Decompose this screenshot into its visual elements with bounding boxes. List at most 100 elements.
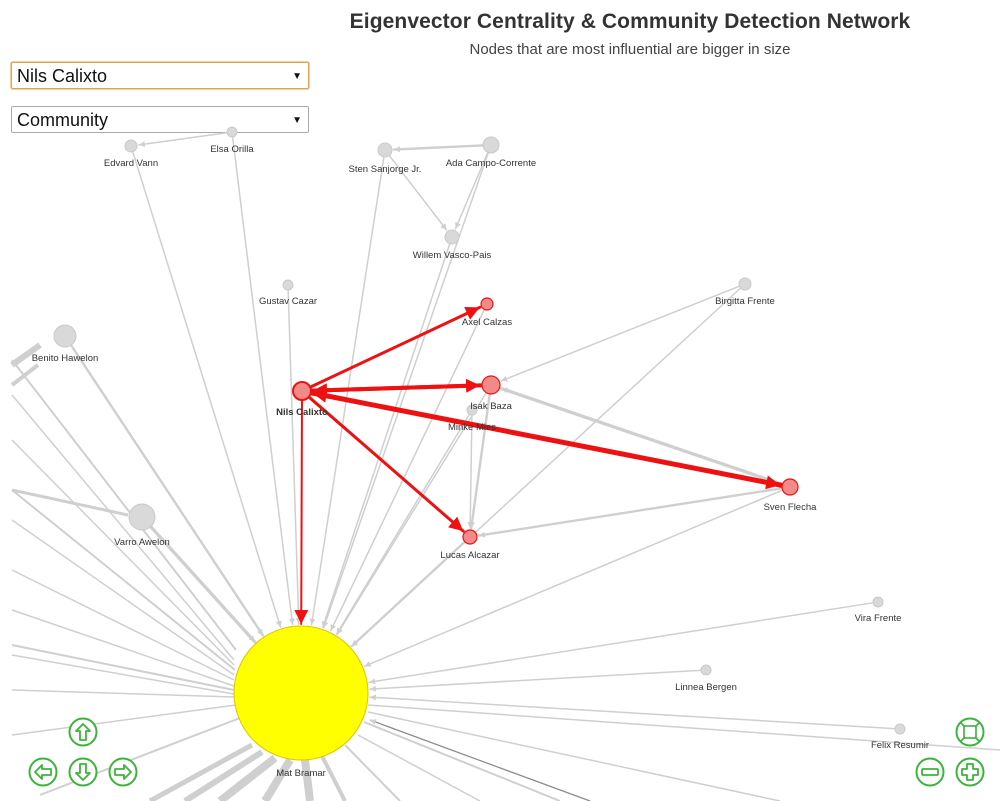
- peripheral-edge: [11, 654, 235, 695]
- node-label-mat: Mat Bramar: [276, 768, 326, 779]
- dark-peripheral-edge: [369, 719, 591, 801]
- peripheral-edge: [11, 609, 235, 687]
- node-gustav[interactable]: [282, 279, 294, 291]
- node-label-edvard: Edvard Vann: [104, 158, 158, 169]
- edge: [467, 415, 474, 529]
- node-nils[interactable]: [292, 381, 312, 401]
- arrow-right-icon: [108, 757, 138, 787]
- node-birgitta[interactable]: [738, 277, 752, 291]
- pan-up-button[interactable]: [68, 717, 98, 747]
- arrow-down-icon: [68, 757, 98, 787]
- node-ada[interactable]: [482, 136, 500, 154]
- node-label-birgitta: Birgitta Frente: [715, 296, 775, 307]
- pan-left-button[interactable]: [28, 757, 58, 787]
- edge: [336, 392, 487, 636]
- color-mode-select-dropdown[interactable]: Community ▼: [11, 106, 309, 133]
- node-edvard[interactable]: [124, 139, 138, 153]
- node-label-sten: Sten Sanjorge Jr.: [349, 164, 422, 175]
- dropdown-arrow-icon: ▼: [292, 115, 302, 126]
- edge: [321, 243, 451, 629]
- pan-down-button[interactable]: [68, 757, 98, 787]
- edge: [350, 541, 466, 648]
- page-subtitle: Nodes that are most influential are bigg…: [469, 41, 791, 58]
- node-benito[interactable]: [53, 324, 77, 348]
- peripheral-edge: [11, 644, 235, 691]
- arrow-up-icon: [68, 717, 98, 747]
- node-mat[interactable]: [233, 625, 369, 761]
- edge: [369, 669, 701, 692]
- node-varro[interactable]: [128, 503, 156, 531]
- node-label-isak: Isak Baza: [470, 401, 512, 412]
- node-willem[interactable]: [444, 229, 460, 245]
- peripheral-edge: [11, 704, 237, 736]
- highlighted-edge: [294, 399, 309, 626]
- node-label-nils: Nils Calixto: [276, 407, 328, 418]
- edge: [500, 285, 740, 382]
- peripheral-edges: [10, 342, 1001, 801]
- peripheral-edge: [357, 734, 481, 801]
- node-label-elsa: Elsa Orilla: [210, 144, 254, 155]
- node-felix[interactable]: [894, 723, 906, 735]
- node-vira[interactable]: [872, 596, 884, 608]
- highlighted-edge: [309, 305, 482, 389]
- edge: [368, 602, 873, 685]
- fit-to-screen-icon: [955, 717, 985, 747]
- edge: [287, 290, 302, 625]
- peripheral-edge: [344, 744, 401, 801]
- node-linnea[interactable]: [700, 664, 712, 676]
- node-label-minke: Minke Mies: [448, 422, 496, 433]
- node-label-gustav: Gustav Cazar: [259, 296, 317, 307]
- pan-right-button[interactable]: [108, 757, 138, 787]
- node-label-varro: Varro Awelon: [114, 537, 170, 548]
- peripheral-edge: [11, 569, 235, 681]
- node-label-lucas: Lucas Alcazar: [440, 550, 499, 561]
- highlighted-edge: [308, 396, 465, 533]
- edge: [469, 393, 491, 530]
- edges-layer: [70, 132, 895, 730]
- peripheral-edge: [148, 742, 254, 801]
- peripheral-edge: [11, 439, 235, 666]
- edge: [392, 144, 484, 153]
- peripheral-edge: [217, 754, 278, 801]
- node-sven[interactable]: [781, 478, 799, 496]
- peripheral-edge: [320, 755, 347, 801]
- edge: [138, 132, 227, 148]
- node-label-willem: Willem Vasco-Pais: [413, 250, 492, 261]
- node-sten[interactable]: [377, 142, 393, 158]
- node-label-ada: Ada Campo-Corrente: [446, 158, 536, 169]
- peripheral-edge: [11, 394, 235, 661]
- node-axel[interactable]: [480, 297, 494, 311]
- edge: [335, 414, 470, 635]
- node-minke[interactable]: [466, 404, 478, 416]
- peripheral-edge: [11, 689, 235, 698]
- minus-icon: [915, 757, 945, 787]
- node-label-vira: Vira Frente: [855, 613, 902, 624]
- nodes-layer: [53, 126, 906, 761]
- zoom-extends-button[interactable]: [955, 717, 985, 747]
- edge: [369, 694, 895, 730]
- edge: [389, 155, 448, 231]
- highlighted-edge: [309, 390, 783, 490]
- node-select-dropdown[interactable]: Nils Calixto ▼: [11, 62, 309, 89]
- color-mode-select-value: Community: [17, 110, 109, 130]
- zoom-in-button[interactable]: [955, 757, 985, 787]
- edge: [454, 152, 489, 230]
- edge: [70, 344, 265, 637]
- node-label-benito: Benito Hawelon: [32, 353, 99, 364]
- edge: [499, 386, 784, 486]
- peripheral-edge: [10, 363, 40, 387]
- peripheral-edge: [11, 488, 129, 517]
- node-isak[interactable]: [481, 375, 501, 395]
- node-label-axel: Axel Calzas: [462, 317, 512, 328]
- peripheral-edge: [10, 342, 42, 368]
- peripheral-edge: [367, 704, 1001, 751]
- edge: [330, 309, 485, 632]
- page-title: Eigenvector Centrality & Community Detec…: [349, 10, 911, 33]
- node-lucas[interactable]: [462, 529, 478, 545]
- edge: [149, 525, 257, 644]
- edge: [231, 137, 295, 626]
- zoom-out-button[interactable]: [915, 757, 945, 787]
- node-elsa[interactable]: [226, 126, 238, 138]
